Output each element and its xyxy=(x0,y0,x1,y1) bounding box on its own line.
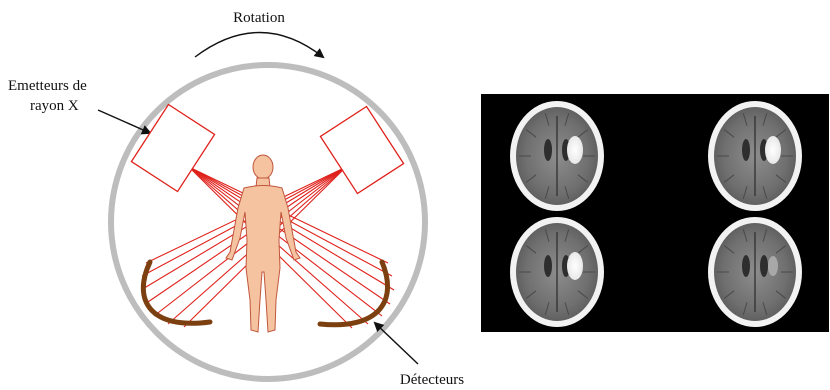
lesion xyxy=(567,136,583,164)
detector-arc-right xyxy=(320,262,388,325)
brain-ct-slice-icon xyxy=(708,217,802,327)
brain-ct-slice-icon xyxy=(510,217,604,327)
detector-arc-left xyxy=(143,262,210,323)
detector-pointer-arrow xyxy=(375,323,418,364)
rotation-arrow-icon xyxy=(195,33,323,58)
emitters-label-line1: Emetteurs de xyxy=(8,78,87,94)
human-body-icon xyxy=(226,155,300,332)
lesion xyxy=(768,256,778,276)
rotation-label: Rotation xyxy=(233,10,285,26)
ventricle xyxy=(544,255,552,277)
ventricle xyxy=(544,139,552,161)
brain-ct-slice-icon xyxy=(510,101,604,211)
lesion xyxy=(567,252,583,280)
brain-ct-slice-icon xyxy=(708,101,802,211)
ventricle xyxy=(742,139,750,161)
emitter-pointer-arrow xyxy=(98,110,150,133)
lesion xyxy=(765,136,781,164)
emitters-label-line2: rayon X xyxy=(30,98,79,114)
ventricle xyxy=(742,255,750,277)
ventricle xyxy=(760,255,768,277)
detectors-label: Détecteurs xyxy=(400,372,464,388)
